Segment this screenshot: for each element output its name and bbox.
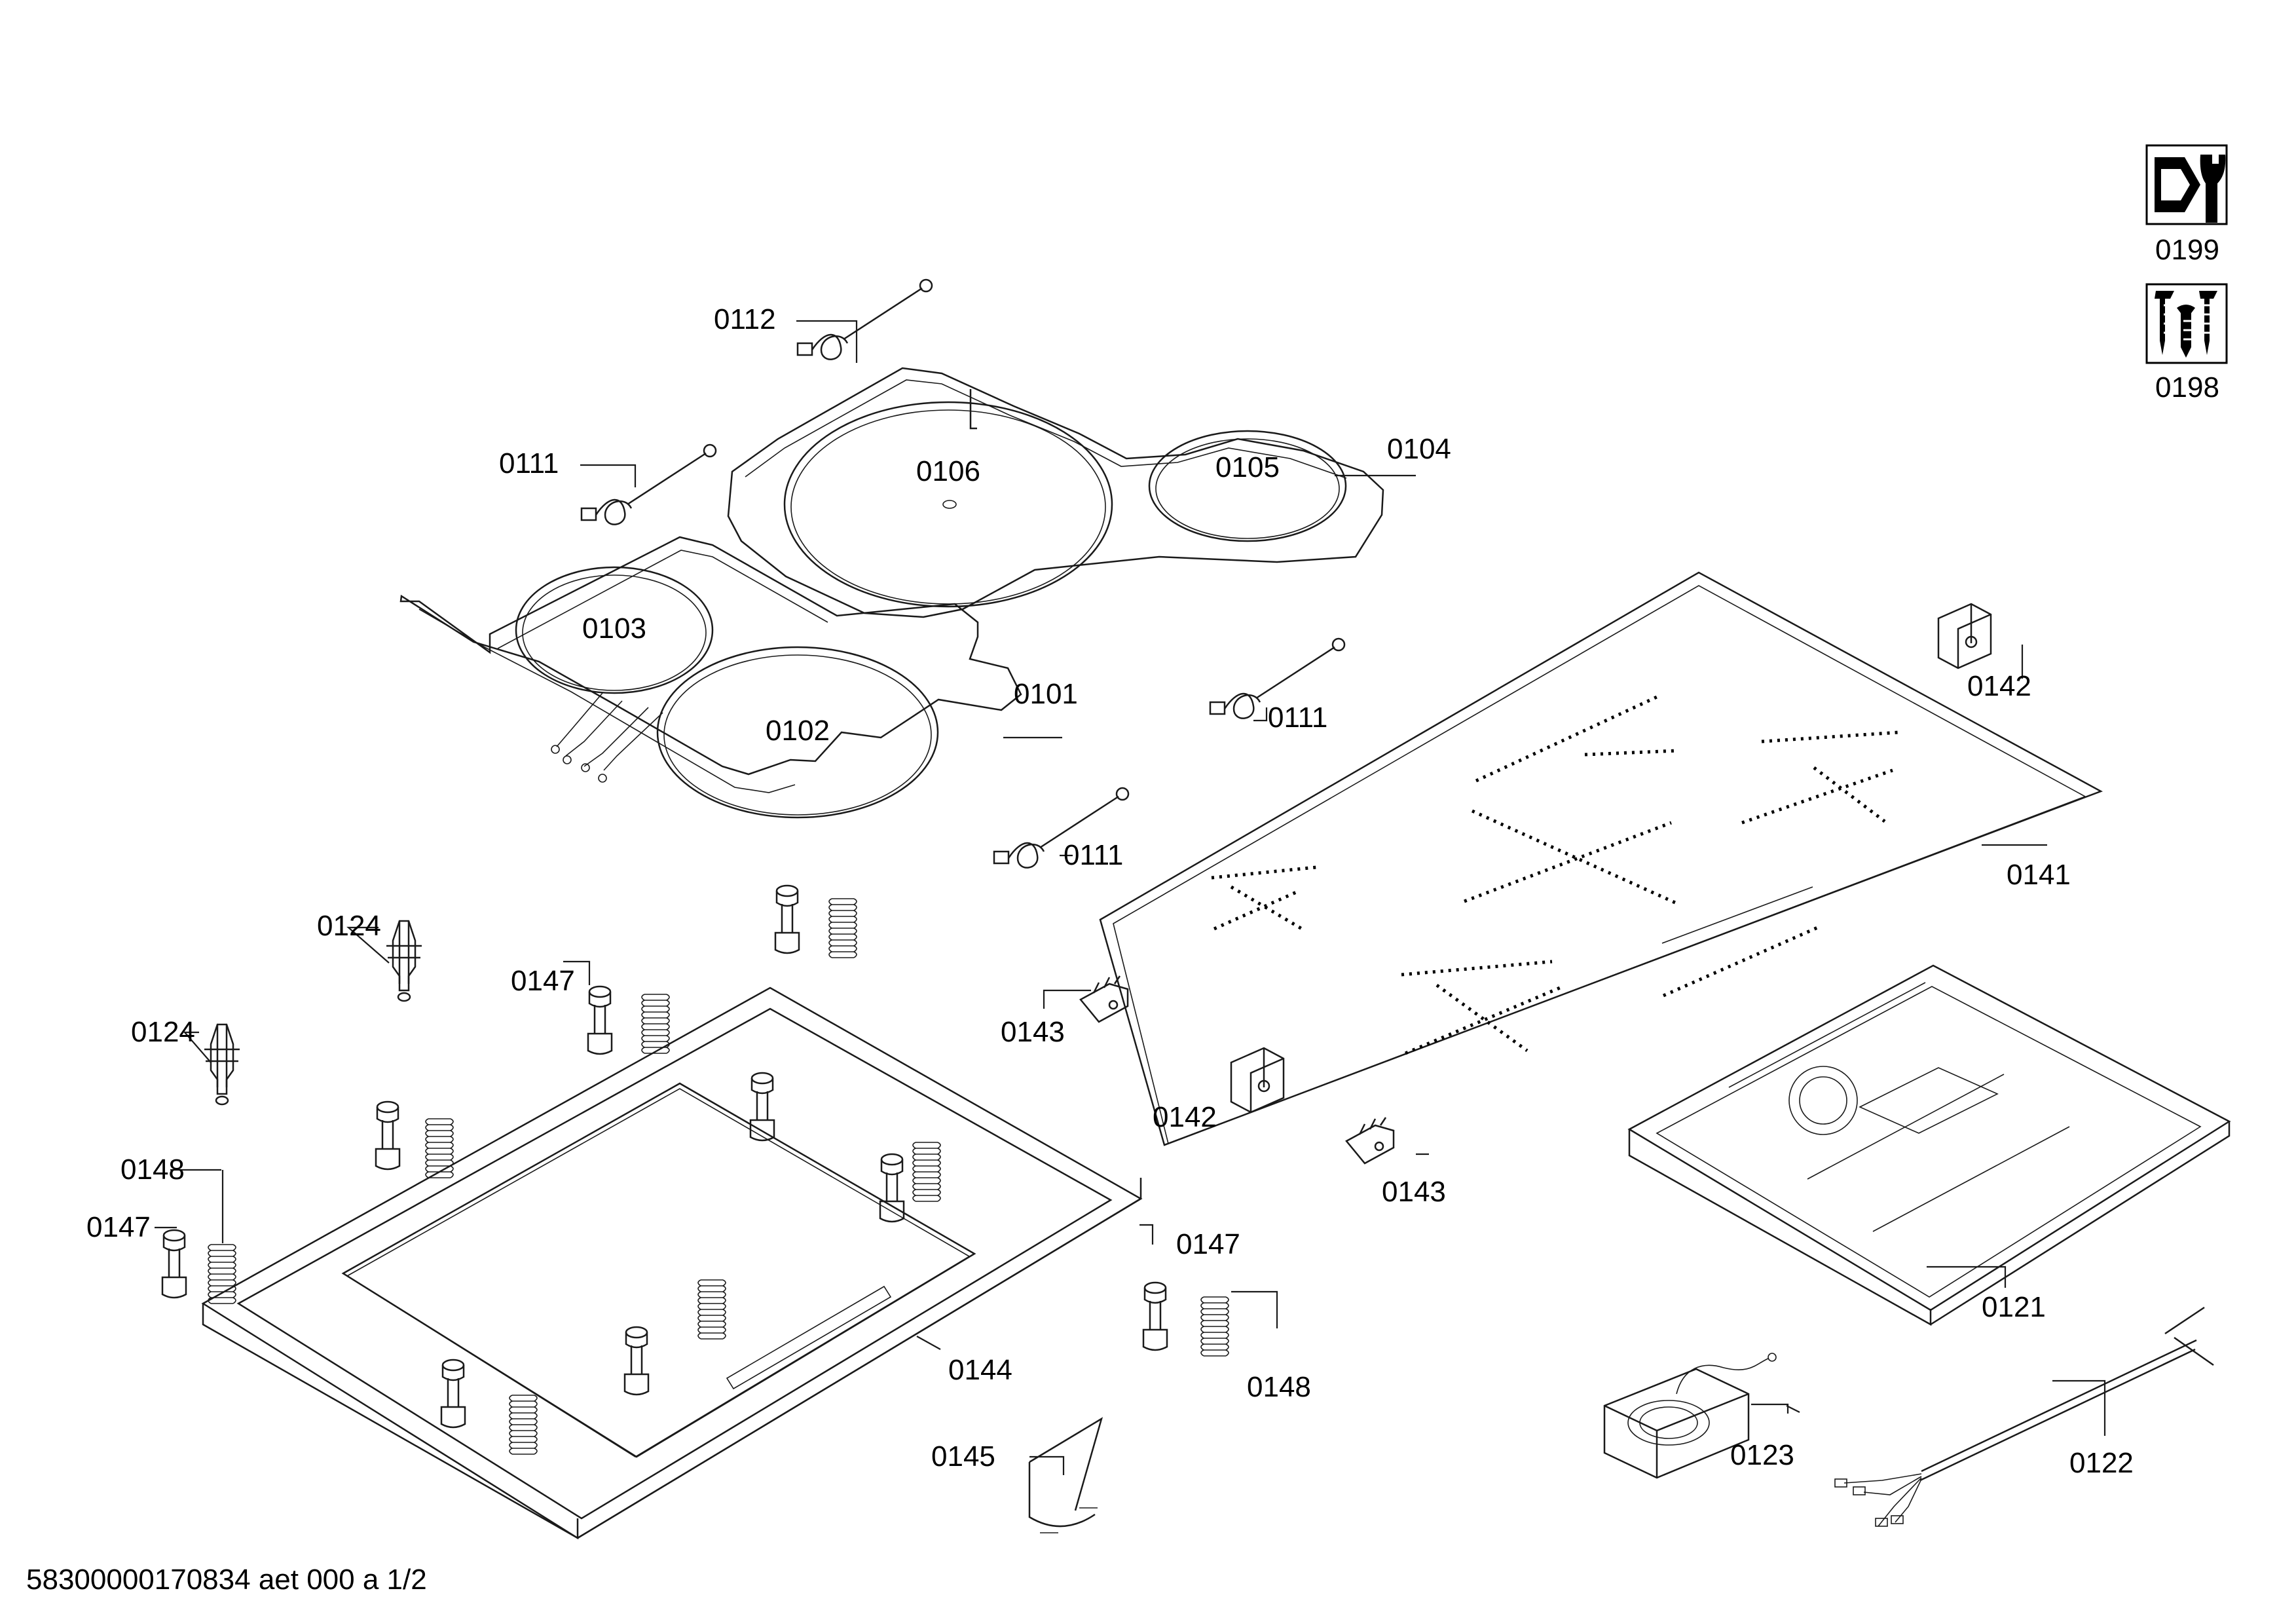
label-0124-lower: 0124 xyxy=(131,1016,195,1048)
spring-0148-7 xyxy=(1200,1296,1229,1357)
label-0123: 0123 xyxy=(1730,1439,1794,1471)
label-0104: 0104 xyxy=(1387,433,1451,465)
wire-clip-0112 xyxy=(796,278,933,360)
heating-zone-0106 xyxy=(783,389,1113,608)
label-0148-left: 0148 xyxy=(120,1154,185,1186)
spring-0148-1 xyxy=(828,898,857,958)
label-0144: 0144 xyxy=(948,1354,1012,1386)
foot-0147-1 xyxy=(774,884,800,954)
label-0121: 0121 xyxy=(1982,1291,2046,1323)
fan-0123 xyxy=(1603,1353,1777,1479)
label-0122: 0122 xyxy=(2069,1447,2134,1479)
label-0141: 0141 xyxy=(2007,859,2071,891)
mounting-frame-0144 xyxy=(201,986,1143,1540)
spring-0148-6 xyxy=(697,1279,726,1340)
coil-carrier-0104 xyxy=(727,367,1384,618)
bracket-0142-top xyxy=(1937,603,1992,669)
document-footer: 58300000170834 aet 000 a 1/2 xyxy=(26,1564,427,1596)
foot-0147-8 xyxy=(623,1326,650,1396)
label-0101: 0101 xyxy=(1014,678,1078,710)
label-0145: 0145 xyxy=(931,1440,995,1473)
leader-lines xyxy=(155,320,2106,1475)
coil-carrier-0101 xyxy=(399,536,1022,793)
clip-0143-left xyxy=(1079,975,1129,1023)
spring-0148-5 xyxy=(208,1244,236,1304)
label-0142-middle: 0142 xyxy=(1153,1101,1217,1133)
spring-0148-3 xyxy=(425,1118,454,1178)
heating-zone-0105 xyxy=(1148,430,1347,542)
label-0112: 0112 xyxy=(714,303,776,335)
foot-0147-2 xyxy=(587,985,613,1055)
label-0143-left: 0143 xyxy=(1001,1016,1065,1048)
label-0143-right: 0143 xyxy=(1382,1176,1446,1208)
housing-0121 xyxy=(1627,964,2231,1326)
foot-0147-9 xyxy=(440,1359,466,1429)
part-0145 xyxy=(1028,1417,1103,1533)
screws-icon xyxy=(2145,283,2228,364)
label-0105: 0105 xyxy=(1215,451,1280,483)
latch-0124-upper xyxy=(385,920,423,1002)
heating-zone-0103 xyxy=(515,566,714,694)
label-0147-right: 0147 xyxy=(1176,1228,1240,1260)
clip-0143-right xyxy=(1345,1116,1395,1165)
heating-zone-0102 xyxy=(656,646,939,819)
wrench-nut-icon xyxy=(2145,144,2228,225)
coil-wires xyxy=(551,692,663,783)
label-0102: 0102 xyxy=(766,715,830,747)
wire-clip-0111-left xyxy=(580,443,717,525)
label-0147-left: 0147 xyxy=(86,1211,151,1243)
label-0111-middle: 0111 xyxy=(1268,702,1327,734)
foot-0147-7 xyxy=(1142,1281,1168,1351)
label-0198: 0198 xyxy=(2155,371,2219,404)
label-0148-right: 0148 xyxy=(1247,1371,1311,1403)
foot-0147-6 xyxy=(161,1229,187,1299)
label-0111-bottom: 0111 xyxy=(1064,839,1123,871)
label-0199: 0199 xyxy=(2155,234,2219,266)
spring-0148-2 xyxy=(641,994,670,1054)
latch-0124-lower xyxy=(203,1023,241,1106)
foot-0147-4 xyxy=(375,1100,401,1171)
glass-ceramic-plate-0141 xyxy=(1099,571,2103,1146)
label-0142-top: 0142 xyxy=(1967,670,2031,702)
spring-0148-4 xyxy=(912,1142,941,1202)
label-0103: 0103 xyxy=(582,612,646,645)
cable-0122 xyxy=(1834,1306,2214,1527)
label-0111-left: 0111 xyxy=(499,447,559,479)
label-0124-upper: 0124 xyxy=(317,910,381,942)
spring-0148-8 xyxy=(509,1395,538,1455)
label-0147-top: 0147 xyxy=(511,965,575,997)
label-0106: 0106 xyxy=(916,455,980,487)
part-labels: 0112 0111 0104 0101 0111 0111 0142 0141 … xyxy=(86,303,2134,1479)
